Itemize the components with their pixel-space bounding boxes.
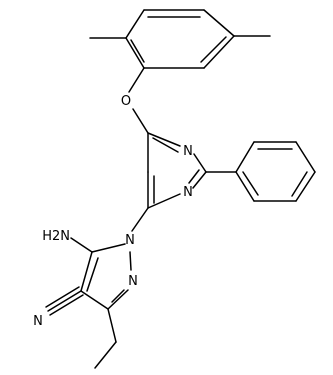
amino-bond [70, 237, 93, 253]
ethyl-group [94, 308, 117, 369]
pyrazole-n1-label: N [125, 233, 135, 248]
nitrile-group [45, 286, 84, 316]
amino-label: H2N [42, 229, 70, 244]
pyrazole-ring [80, 243, 132, 310]
pyrimidine-ring [147, 132, 207, 209]
pyrimidine-n-top-label: N [183, 144, 193, 159]
dimethylphenyl-ring [125, 9, 235, 69]
oxygen-pyrimidine-bond [132, 108, 149, 134]
pyrimidine-n-bottom-label: N [183, 185, 193, 200]
oxygen-label: O [121, 94, 131, 109]
aryl-oxygen-bond [128, 67, 145, 93]
phenyl-ring [235, 141, 316, 202]
nitrile-n-label: N [33, 314, 43, 329]
pyrazole-n2-label: N [128, 274, 138, 289]
pyrimidine-pyrazole-bond [131, 207, 149, 232]
